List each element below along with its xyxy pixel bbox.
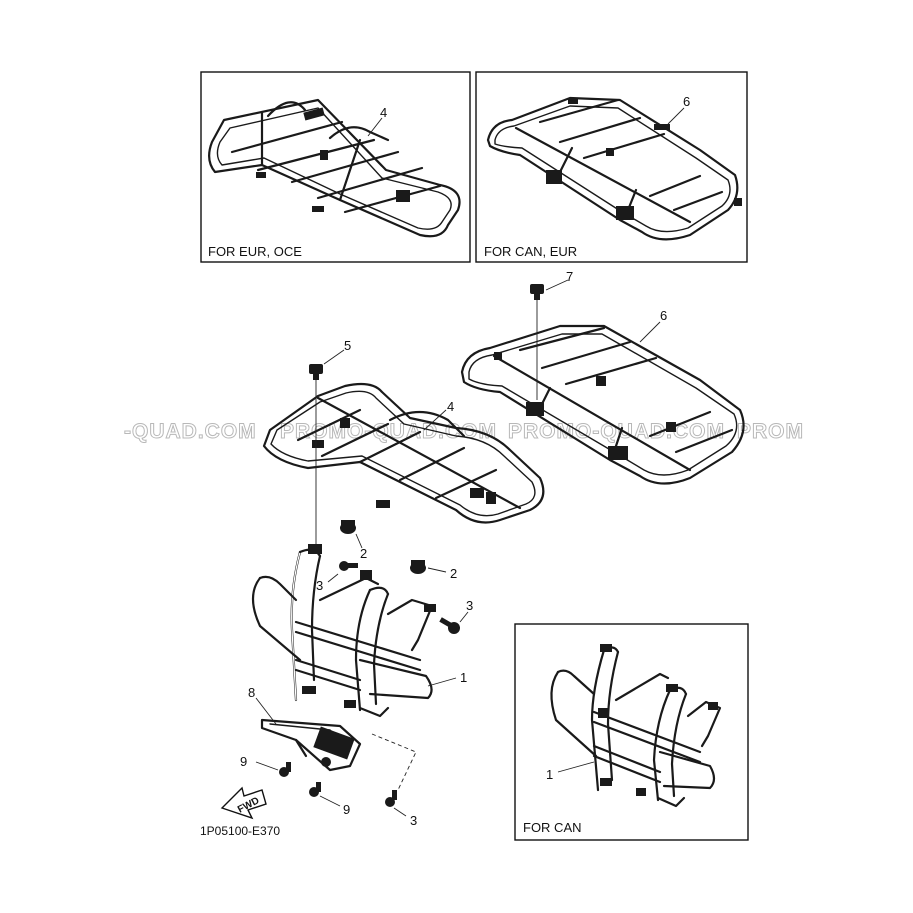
watermark-text-4: PROM — [737, 420, 804, 443]
leader-3a — [327, 573, 339, 583]
callout-4-main: 4 — [447, 399, 454, 414]
callout-3c: 3 — [410, 813, 417, 828]
callout-6-main: 6 — [660, 308, 667, 323]
callout-9b: 9 — [343, 802, 350, 817]
inset-frame — [200, 71, 471, 263]
callout-6-inset: 6 — [683, 94, 690, 109]
inset-frame — [475, 71, 748, 263]
watermark-text-1: -QUAD.COM — [124, 420, 257, 443]
bolt-3b — [439, 617, 460, 634]
leader-3c — [393, 807, 407, 817]
leader-6-inset — [667, 107, 685, 125]
inset-box-eur-oce: 4 FOR EUR, OCE — [200, 71, 471, 263]
front-guard-main — [251, 544, 436, 718]
grommet-2a — [340, 520, 356, 534]
bolt-3a — [339, 561, 358, 571]
callout-1-main: 1 — [460, 670, 467, 685]
box-label-can: FOR CAN — [523, 820, 582, 835]
box-label-can-eur: FOR CAN, EUR — [484, 244, 577, 259]
forward-direction-arrow: FWD — [220, 786, 267, 820]
callout-4-inset: 4 — [380, 105, 387, 120]
leader-5 — [323, 349, 345, 365]
inset-box-can: 1 FOR CAN — [514, 623, 749, 841]
grommet-2b — [410, 560, 426, 574]
box-label-eur-oce: FOR EUR, OCE — [208, 244, 302, 259]
leader-2a — [355, 533, 363, 549]
rear-carrier-small — [208, 98, 461, 238]
leader-9b — [319, 795, 341, 807]
bracket-8 — [260, 718, 362, 772]
leader-3b — [459, 611, 469, 623]
leader-1-inset — [557, 761, 595, 773]
watermark-text-3: PROMO-QUAD.COM — [508, 420, 725, 443]
assembly-dashed-line — [371, 733, 417, 791]
callout-3a: 3 — [316, 578, 323, 593]
callout-2a: 2 — [360, 546, 367, 561]
inset-frame — [514, 623, 749, 841]
front-guard-small — [550, 644, 722, 808]
leader-8 — [255, 697, 277, 725]
leader-1-main — [427, 677, 457, 687]
front-carrier-main — [460, 324, 745, 485]
callout-1-inset: 1 — [546, 767, 553, 782]
leader-6-main — [639, 321, 661, 343]
bolt-7 — [530, 284, 544, 400]
callout-2b: 2 — [450, 566, 457, 581]
inset-box-can-eur: 6 FOR CAN, EUR — [475, 71, 748, 263]
leader-2b — [427, 567, 447, 573]
callout-7: 7 — [566, 269, 573, 284]
bolt-3c — [385, 790, 397, 807]
callout-3b: 3 — [466, 598, 473, 613]
leader-7 — [545, 279, 569, 291]
rear-carrier-main — [262, 382, 545, 524]
diagram-code: 1P05100-E370 — [200, 824, 280, 838]
bolt-9b — [309, 782, 321, 797]
callout-5: 5 — [344, 338, 351, 353]
leader-9a — [255, 761, 279, 771]
bolt-9a — [279, 762, 291, 777]
watermark: -QUAD.COM PROMO-QUAD.COM PROMO-QUAD.COM … — [124, 420, 804, 444]
leader-4-inset — [367, 117, 383, 137]
leader-4-main — [423, 409, 447, 431]
callout-9a: 9 — [240, 754, 247, 769]
bolt-5 — [309, 364, 323, 548]
callout-8: 8 — [248, 685, 255, 700]
front-carrier-small — [486, 96, 742, 241]
